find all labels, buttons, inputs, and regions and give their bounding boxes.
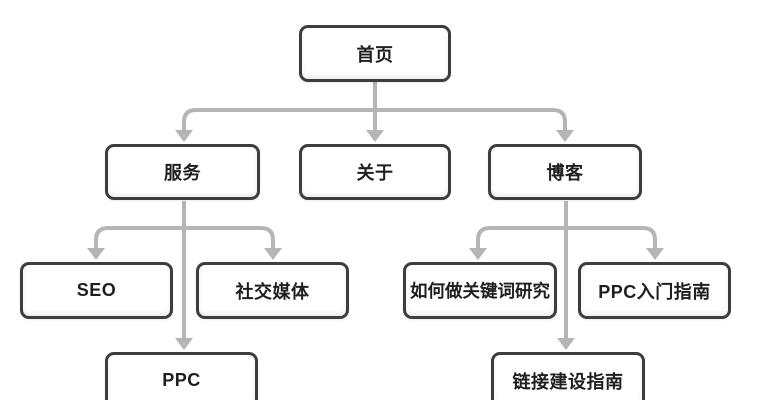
node-ppc-intro-guide[interactable]: PPC入门指南 [578, 262, 731, 319]
connector-line [182, 108, 375, 131]
connector-line [476, 226, 566, 248]
arrow-head-icon [557, 338, 575, 350]
node-social-media[interactable]: 社交媒体 [196, 262, 349, 319]
node-seo[interactable]: SEO [20, 262, 173, 319]
connector-line [94, 226, 184, 248]
node-blog[interactable]: 博客 [488, 144, 642, 200]
arrow-head-icon [366, 130, 384, 142]
arrow-head-icon [87, 248, 105, 260]
node-link-building-guide[interactable]: 链接建设指南 [491, 352, 645, 400]
arrow-head-icon [175, 338, 193, 350]
connector-line [566, 226, 657, 248]
node-home[interactable]: 首页 [299, 25, 451, 82]
node-keyword-research[interactable]: 如何做关键词研究 [403, 262, 557, 319]
node-ppc[interactable]: PPC [105, 352, 258, 400]
connector-line [375, 108, 567, 131]
node-about[interactable]: 关于 [299, 144, 451, 200]
arrow-head-icon [264, 248, 282, 260]
arrow-head-icon [646, 248, 664, 260]
connector-line [184, 226, 275, 248]
node-services[interactable]: 服务 [105, 144, 260, 200]
arrow-head-icon [469, 248, 487, 260]
arrow-head-icon [175, 130, 193, 142]
arrow-head-icon [556, 130, 574, 142]
